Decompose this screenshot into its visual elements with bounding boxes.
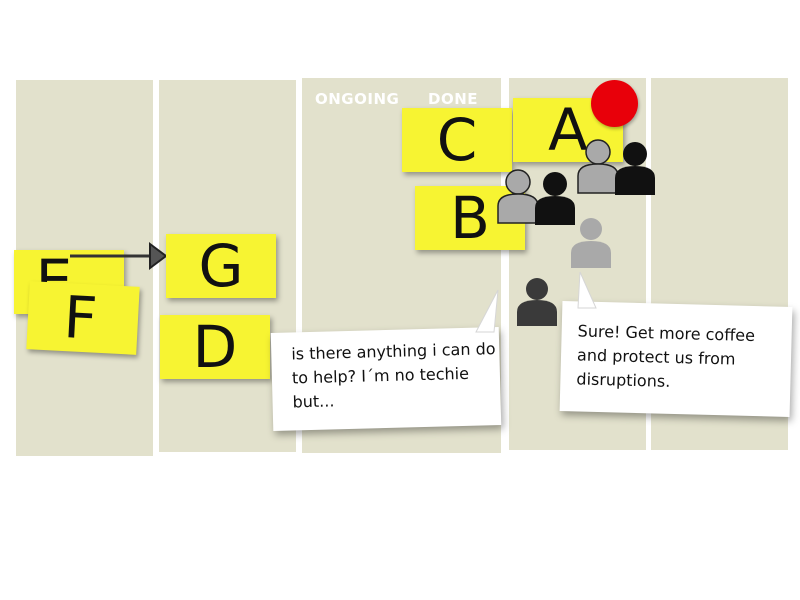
person-icon	[533, 170, 577, 226]
person-icon	[569, 216, 613, 270]
sticky-note-g[interactable]: G	[166, 234, 276, 298]
sticky-note-c[interactable]: C	[402, 108, 512, 172]
bubble-text-line: but...	[292, 391, 335, 412]
speech-bubble-tail	[475, 289, 499, 333]
person-icon	[613, 140, 657, 196]
speech-bubble-tail	[577, 271, 597, 309]
header-ongoing: ONGOING	[315, 90, 400, 108]
person-icon	[496, 168, 540, 224]
speech-bubble-left: is there anything i can do to help? I´m …	[270, 327, 502, 431]
sticky-note-label: B	[450, 184, 490, 252]
sticky-note-label: F	[62, 283, 99, 353]
header-done: DONE	[428, 90, 479, 108]
bubble-text-line: disruptions.	[576, 369, 671, 391]
speech-bubble-right: Sure! Get more coffee and protect us fro…	[559, 301, 793, 417]
arrow-right-icon	[70, 242, 168, 270]
sticky-note-label: A	[548, 96, 588, 164]
sticky-note-label: C	[436, 106, 478, 174]
sticky-note-f[interactable]: F	[26, 281, 140, 355]
alert-dot	[591, 80, 638, 127]
person-icon	[515, 276, 559, 328]
sticky-note-label: D	[192, 313, 238, 381]
sticky-note-d[interactable]: D	[160, 315, 270, 379]
person-icon	[576, 138, 620, 194]
sticky-note-label: G	[198, 232, 244, 300]
